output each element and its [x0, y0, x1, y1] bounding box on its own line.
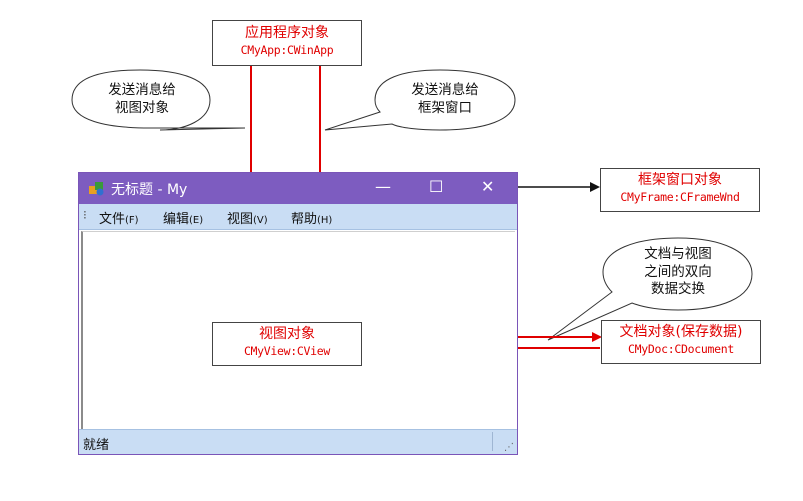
- maximize-button[interactable]: ☐: [429, 177, 444, 196]
- resize-grip-icon[interactable]: ⋰: [504, 442, 514, 453]
- menu-accel: (V): [253, 215, 268, 226]
- view-object-title: 视图对象: [259, 326, 315, 342]
- bubble-line: 文档与视图: [644, 246, 712, 262]
- view-object-class: CMyView:CView: [243, 343, 331, 358]
- toolbar-grip-icon: ⁝: [83, 208, 87, 222]
- bubble-send-frame: 发送消息给 框架窗口: [385, 82, 505, 117]
- menu-accel: (F): [125, 215, 139, 226]
- frame-object-title: 框架窗口对象: [638, 172, 722, 188]
- frame-object-class: CMyFrame:CFrameWnd: [620, 189, 740, 204]
- app-object-title: 应用程序对象: [245, 25, 329, 41]
- window-title: 无标题 - My: [111, 182, 188, 198]
- menu-file[interactable]: 文件(F): [99, 208, 139, 227]
- menu-accel: (H): [317, 215, 333, 226]
- bubble-line: 之间的双向: [644, 263, 712, 280]
- bubble-send-view-shape: [71, 69, 246, 131]
- status-bar: 就绪 ⋰: [79, 429, 517, 454]
- bubble-send-view: 发送消息给 视图对象: [82, 82, 202, 117]
- bubble-line: 视图对象: [115, 99, 169, 116]
- app-object-class: CMyApp:CWinApp: [240, 42, 334, 57]
- menu-help[interactable]: 帮助(H): [291, 208, 332, 227]
- view-object-label: 视图对象 CMyView:CView: [212, 322, 362, 366]
- menu-view[interactable]: 视图(V): [227, 208, 268, 227]
- menu-edit[interactable]: 编辑(E): [163, 208, 203, 227]
- menu-label: 文件: [99, 212, 126, 227]
- menu-accel: (E): [189, 215, 204, 226]
- menu-label: 编辑: [163, 212, 190, 227]
- close-button[interactable]: ✕: [481, 177, 495, 196]
- doc-object-class: CMyDoc:CDocument: [628, 341, 734, 356]
- bubble-line: 发送消息给: [411, 82, 479, 98]
- status-text: 就绪: [83, 438, 110, 453]
- minimize-button[interactable]: —: [375, 177, 391, 196]
- bubble-doc-view-shape: [547, 237, 753, 341]
- menu-label: 帮助: [291, 212, 318, 227]
- doc-object-title: 文档对象(保存数据): [619, 324, 743, 340]
- status-pane-divider: [492, 432, 493, 451]
- app-object-label: 应用程序对象 CMyApp:CWinApp: [212, 20, 362, 66]
- bubble-line: 框架窗口: [418, 99, 472, 116]
- menu-label: 视图: [227, 212, 254, 227]
- bubble-send-frame-shape: [324, 69, 516, 131]
- bubble-line: 数据交换: [651, 281, 705, 298]
- menu-bar: ⁝ 文件(F) 编辑(E) 视图(V) 帮助(H): [79, 204, 517, 230]
- app-icon: [88, 179, 106, 201]
- title-bar[interactable]: 无标题 - My — ☐ ✕: [79, 173, 517, 204]
- bubble-doc-view: 文档与视图 之间的双向 数据交换: [618, 246, 738, 299]
- bubble-line: 发送消息给: [108, 82, 176, 98]
- frame-object-label: 框架窗口对象 CMyFrame:CFrameWnd: [600, 168, 760, 212]
- doc-object-label: 文档对象(保存数据) CMyDoc:CDocument: [601, 320, 761, 364]
- app-window: 无标题 - My — ☐ ✕ ⁝ 文件(F) 编辑(E) 视图(V) 帮助(H)…: [78, 172, 518, 455]
